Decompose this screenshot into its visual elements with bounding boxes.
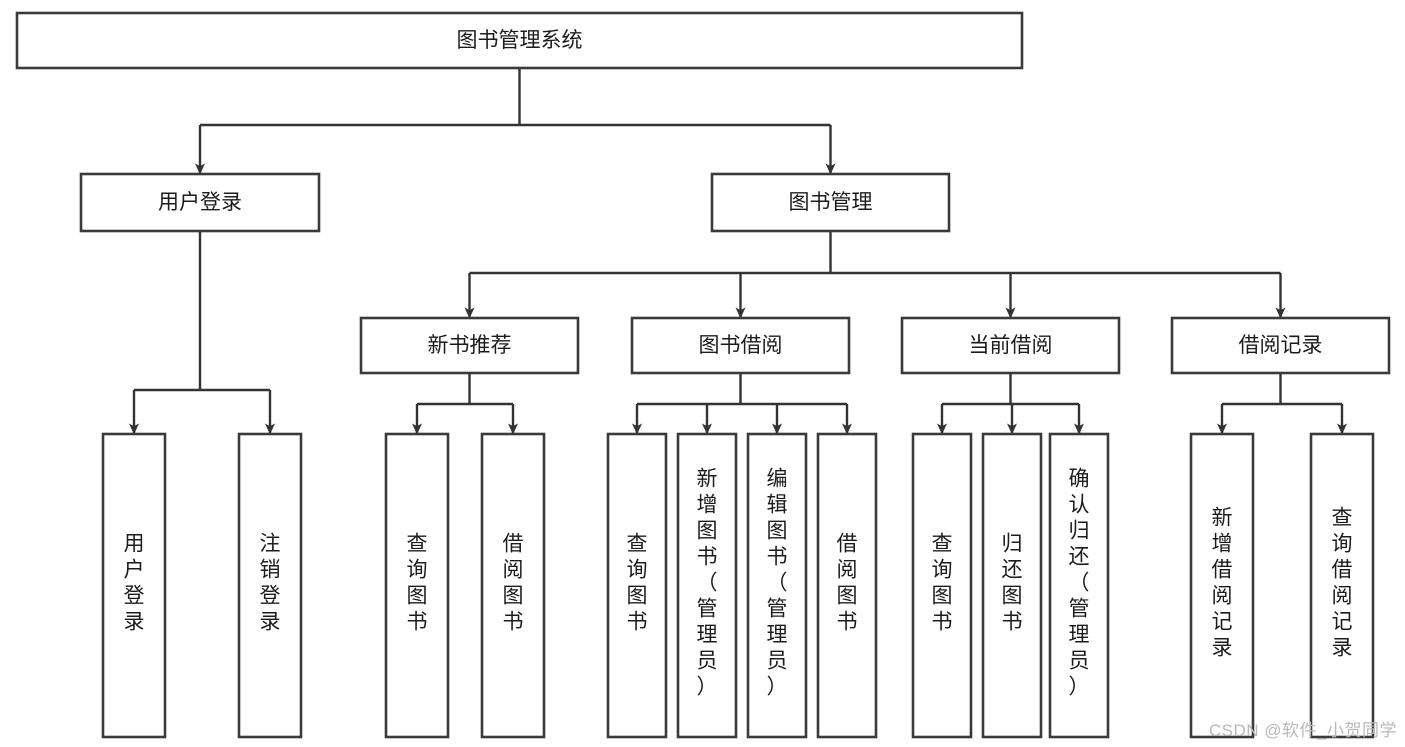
node-label: 图书管理系统	[457, 29, 583, 52]
node-current-borrow[interactable]: 当前借阅	[900, 316, 1121, 375]
node-label: 当前借阅	[969, 334, 1053, 357]
node-book-borrow[interactable]: 图书借阅	[630, 316, 851, 375]
node-leaf-query-book-2[interactable]: 查询图书	[606, 432, 668, 739]
node-box	[981, 432, 1043, 739]
node-box	[359, 316, 580, 375]
node-label: 图书管理	[789, 191, 873, 214]
node-leaf-add-book[interactable]: 新增图书（管理员）	[676, 432, 738, 739]
node-leaf-query-record[interactable]: 查询借阅记录	[1309, 432, 1375, 739]
node-label: 查询图书	[932, 533, 953, 634]
node-root[interactable]: 图书管理系统	[15, 11, 1024, 70]
node-box	[237, 432, 303, 739]
node-label: 查询图书	[407, 533, 428, 634]
node-box	[900, 316, 1121, 375]
node-box	[1309, 432, 1375, 739]
node-box	[911, 432, 973, 739]
node-label: 新书推荐	[428, 334, 512, 357]
node-label: 编辑图书（管理员）	[767, 468, 788, 699]
node-label: 用户登录	[158, 191, 242, 214]
node-boxes: 图书管理系统用户登录图书管理新书推荐图书借阅当前借阅借阅记录用户登录注销登录查询…	[15, 11, 1391, 739]
node-box	[101, 432, 167, 739]
node-label: 新增图书（管理员）	[697, 468, 718, 699]
node-label: 归还图书	[1002, 533, 1023, 634]
node-label: 查询图书	[627, 533, 648, 634]
node-box	[746, 432, 808, 739]
node-box	[606, 432, 668, 739]
connector-links	[129, 68, 1347, 435]
node-borrow-record[interactable]: 借阅记录	[1170, 316, 1391, 375]
node-label: 借阅图书	[837, 533, 858, 634]
node-box	[1048, 432, 1110, 739]
node-leaf-confirm-return[interactable]: 确认归还（管理员）	[1048, 432, 1110, 739]
node-label: 查询借阅记录	[1332, 507, 1353, 660]
node-label: 图书借阅	[699, 334, 783, 357]
node-box	[15, 11, 1024, 70]
node-label: 新增借阅记录	[1212, 507, 1233, 660]
node-leaf-add-record[interactable]: 新增借阅记录	[1189, 432, 1255, 739]
node-new-book-rec[interactable]: 新书推荐	[359, 316, 580, 375]
node-leaf-query-book-1[interactable]: 查询图书	[384, 432, 450, 739]
node-box	[630, 316, 851, 375]
node-leaf-borrow-book-1[interactable]: 借阅图书	[480, 432, 546, 739]
node-label: 确认归还（管理员）	[1069, 468, 1090, 699]
node-label: 借阅图书	[503, 533, 524, 634]
watermark-text: CSDN @软件_小贺同学	[1208, 721, 1397, 740]
node-leaf-user-login[interactable]: 用户登录	[101, 432, 167, 739]
node-box	[816, 432, 878, 739]
node-box	[676, 432, 738, 739]
node-box	[1189, 432, 1255, 739]
node-book-manage[interactable]: 图书管理	[710, 172, 951, 233]
node-leaf-return-book[interactable]: 归还图书	[981, 432, 1043, 739]
node-leaf-query-book-3[interactable]: 查询图书	[911, 432, 973, 739]
node-box	[384, 432, 450, 739]
node-label: 借阅记录	[1239, 334, 1323, 357]
node-user-login[interactable]: 用户登录	[79, 172, 321, 233]
node-box	[79, 172, 321, 233]
node-label: 用户登录	[124, 533, 145, 634]
node-label: 注销登录	[260, 533, 281, 634]
node-leaf-edit-book[interactable]: 编辑图书（管理员）	[746, 432, 808, 739]
node-leaf-borrow-book-2[interactable]: 借阅图书	[816, 432, 878, 739]
node-box	[710, 172, 951, 233]
node-box	[480, 432, 546, 739]
node-box	[1170, 316, 1391, 375]
node-leaf-user-logout[interactable]: 注销登录	[237, 432, 303, 739]
